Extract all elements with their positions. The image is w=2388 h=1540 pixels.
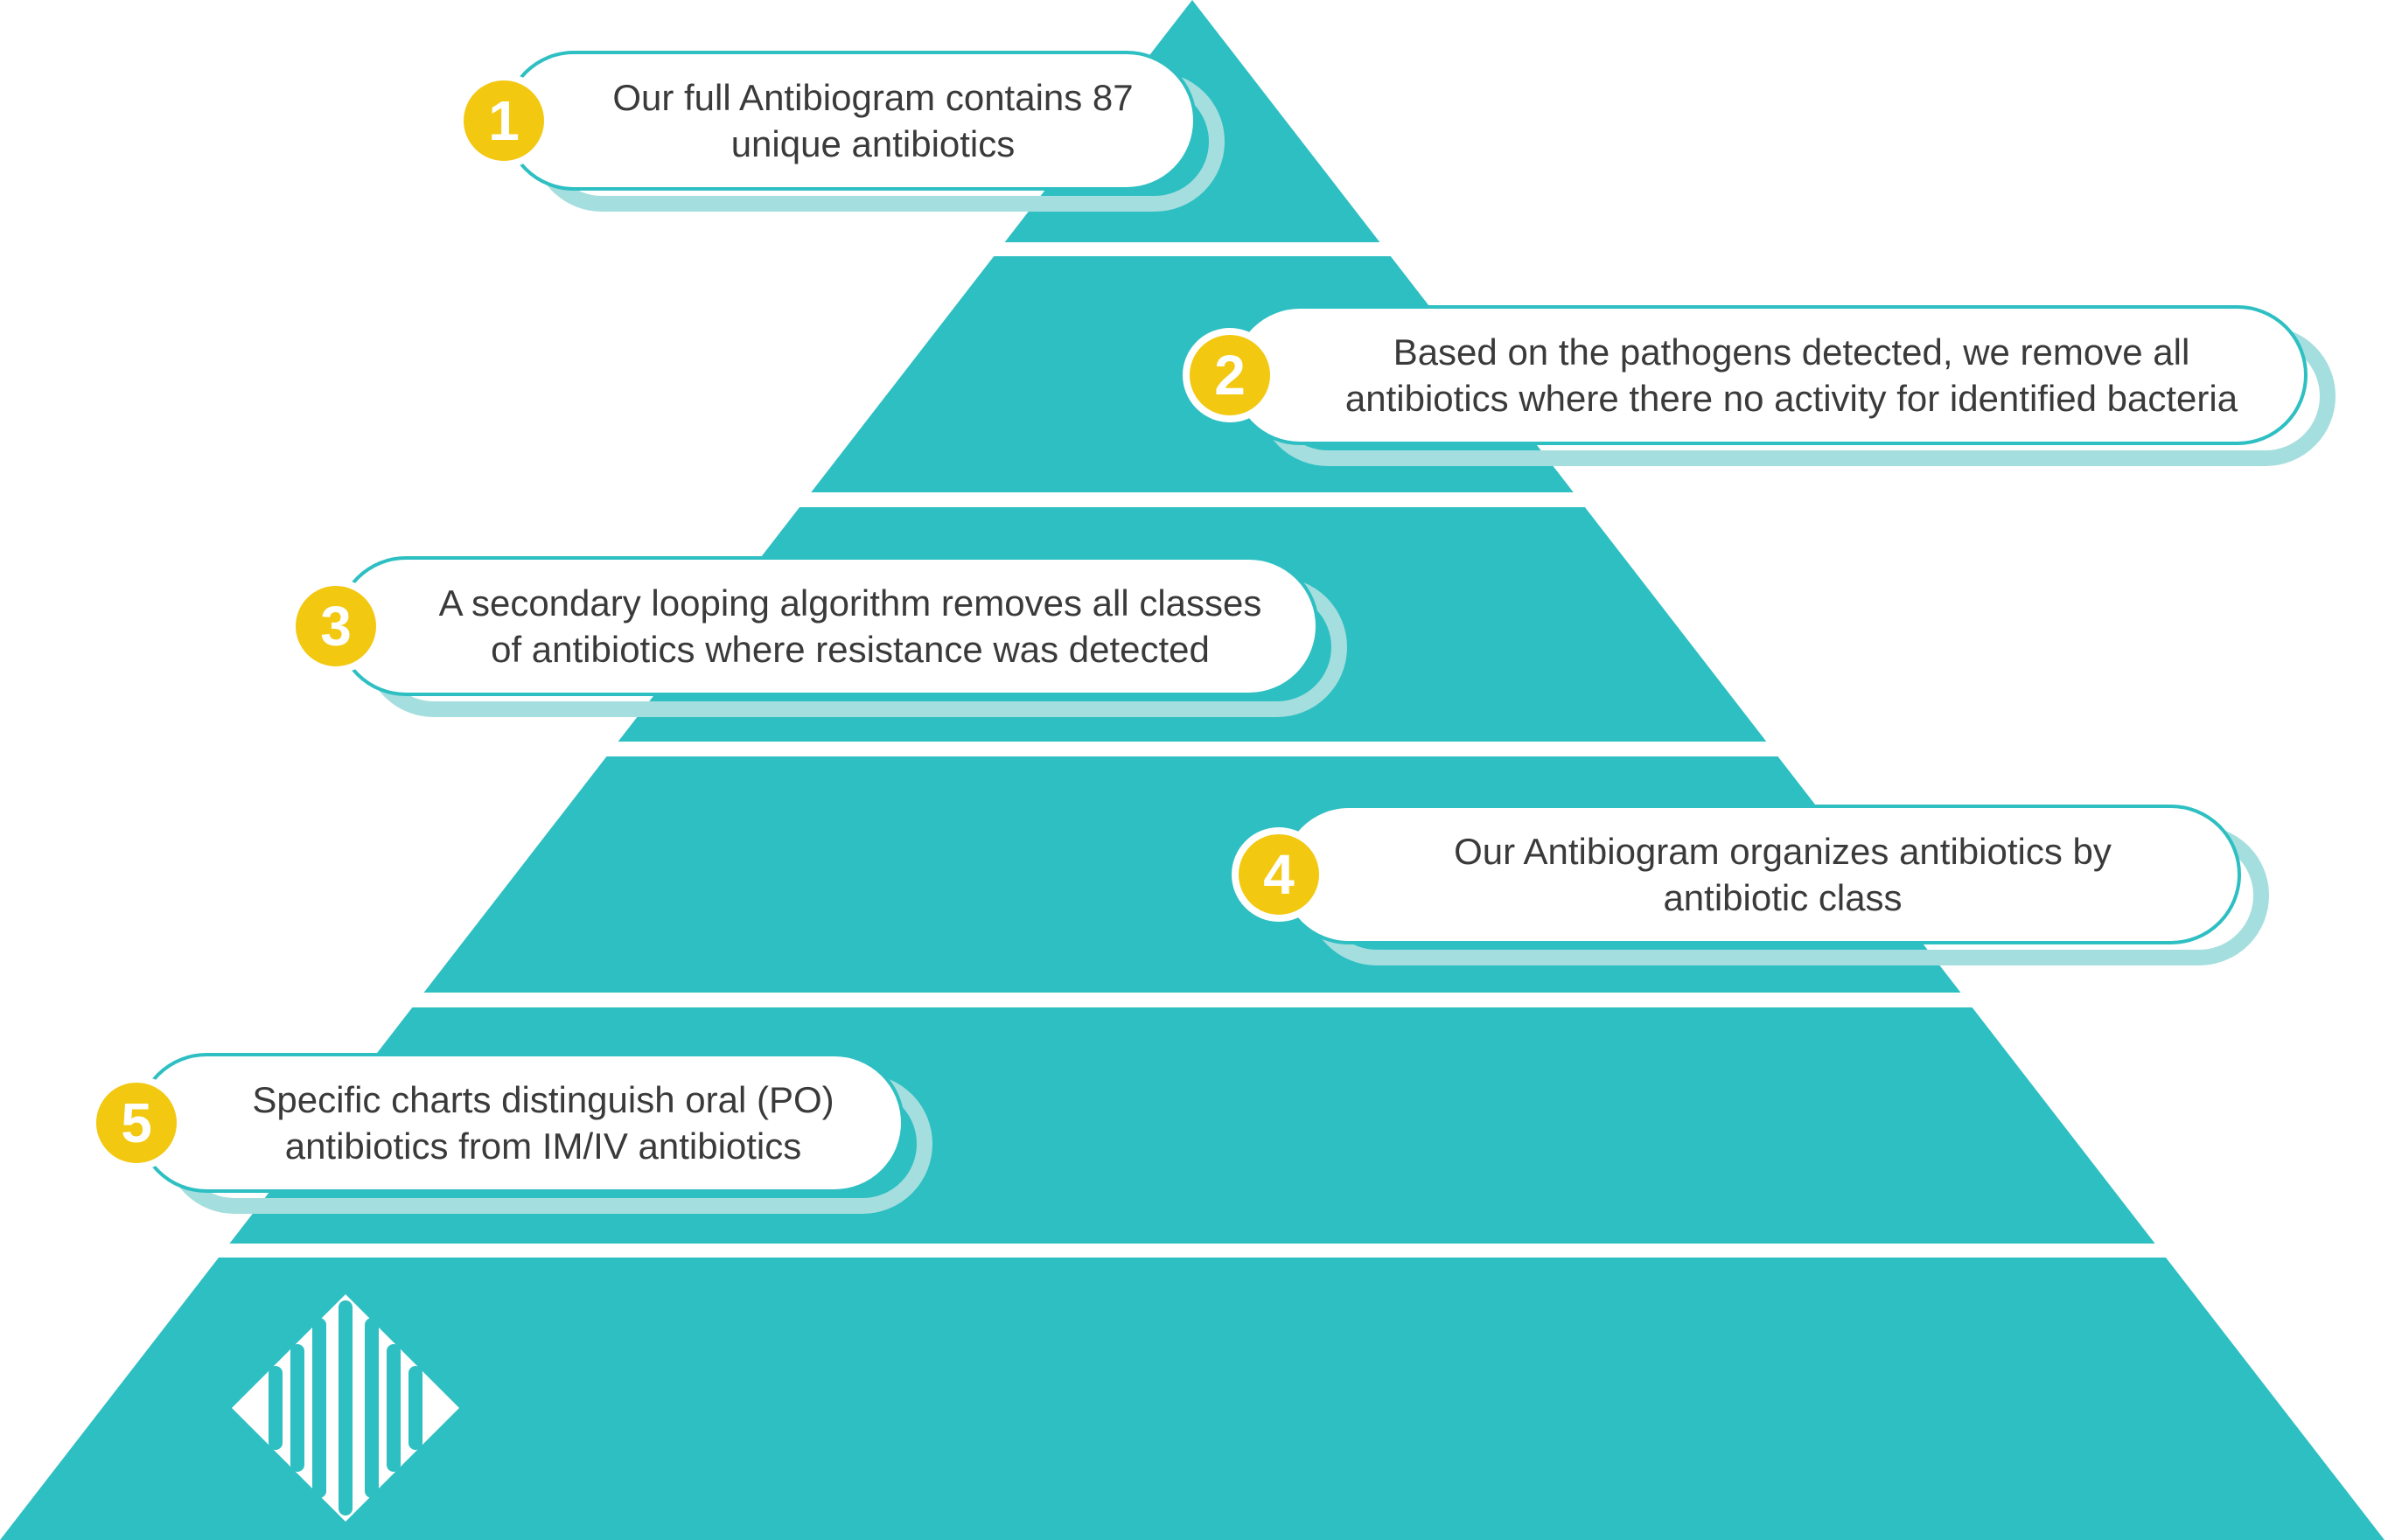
step-2-badge: 2 bbox=[1183, 328, 1277, 422]
wave-diamond-logo-icon bbox=[232, 1294, 459, 1522]
callout-pill: Our full Antibiogram contains 87 unique … bbox=[504, 51, 1197, 191]
step-3-callout: A secondary looping algorithm removes al… bbox=[289, 556, 1347, 717]
step-1-callout: Our full Antibiogram contains 87 unique … bbox=[457, 51, 1225, 212]
step-1-text: Our full Antibiogram contains 87 unique … bbox=[612, 77, 1134, 164]
step-1-badge: 1 bbox=[457, 73, 551, 168]
step-5-badge: 5 bbox=[89, 1076, 184, 1170]
callout-pill: Our Antibiogram organizes antibiotics by… bbox=[1279, 805, 2241, 944]
step-5-text: Specific charts distinguish oral (PO) an… bbox=[252, 1079, 834, 1167]
pyramid-tier-6 bbox=[0, 1258, 2385, 1540]
step-4-text: Our Antibiogram organizes antibiotics by… bbox=[1454, 831, 2112, 918]
callout-pill: A secondary looping algorithm removes al… bbox=[336, 556, 1319, 696]
callout-pill: Specific charts distinguish oral (PO) an… bbox=[136, 1053, 904, 1193]
step-4-callout: Our Antibiogram organizes antibiotics by… bbox=[1232, 805, 2269, 965]
step-3-text: A secondary looping algorithm removes al… bbox=[438, 582, 1262, 670]
step-4-badge: 4 bbox=[1232, 827, 1326, 922]
step-3-badge: 3 bbox=[289, 579, 383, 673]
step-5-callout: Specific charts distinguish oral (PO) an… bbox=[89, 1053, 932, 1214]
callout-pill: Based on the pathogens detected, we remo… bbox=[1230, 305, 2308, 445]
step-2-text: Based on the pathogens detected, we remo… bbox=[1344, 331, 2238, 419]
step-2-callout: Based on the pathogens detected, we remo… bbox=[1183, 305, 2336, 466]
